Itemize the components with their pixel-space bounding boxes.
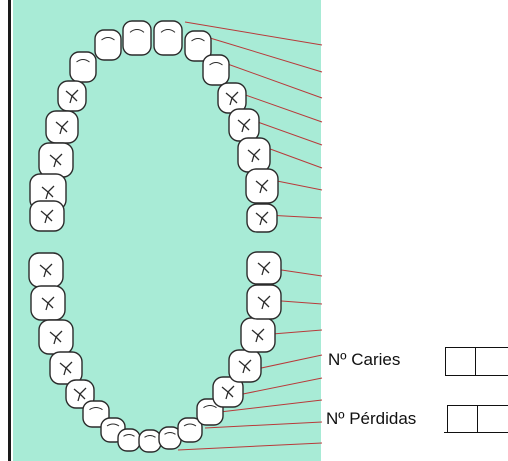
caries-box-2[interactable]	[475, 348, 506, 375]
chart-background	[13, 0, 321, 461]
tooth[interactable]	[118, 429, 140, 451]
caries-box-1[interactable]	[445, 348, 476, 375]
caries-label: Nº Caries	[328, 350, 400, 370]
tooth[interactable]	[70, 52, 96, 82]
tooth[interactable]	[139, 430, 161, 452]
perdidas-label: Nº Pérdidas	[326, 409, 416, 429]
perdidas-box-2[interactable]	[477, 406, 508, 433]
tooth[interactable]	[203, 55, 229, 85]
frame-line	[8, 0, 11, 461]
perdidas-box-1[interactable]	[447, 406, 478, 433]
tooth[interactable]	[154, 21, 182, 55]
tooth[interactable]	[123, 21, 151, 55]
tooth[interactable]	[95, 30, 121, 60]
perdidas-count-boxes[interactable]	[447, 405, 508, 433]
caries-count-boxes[interactable]	[445, 347, 508, 376]
